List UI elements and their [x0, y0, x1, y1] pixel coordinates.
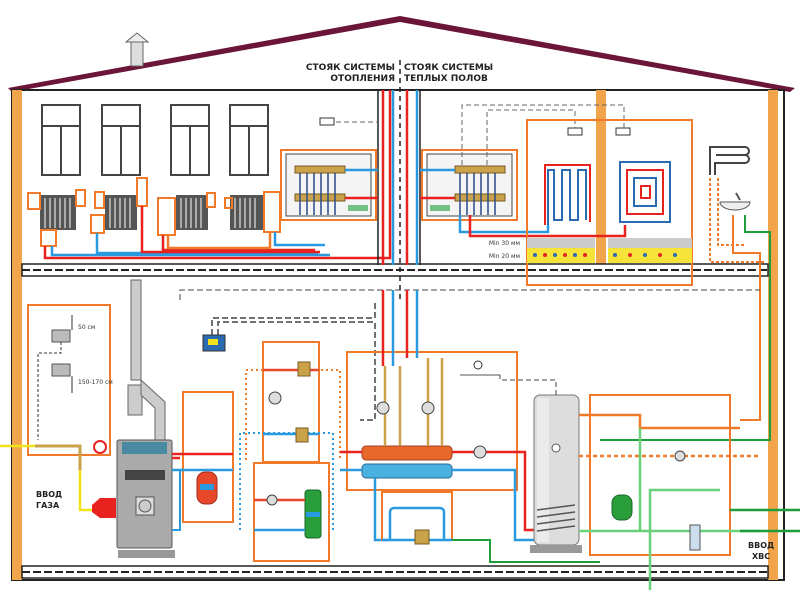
upper-floor-slab [21, 263, 769, 277]
window [101, 104, 141, 176]
dhw-group-zone [589, 394, 731, 556]
detector-upper-label: 50 см [78, 324, 95, 331]
pump-icon [266, 494, 278, 506]
heating-manifold [280, 149, 378, 221]
floor-loop-serpentine [544, 164, 591, 225]
pump-icon [376, 401, 390, 415]
thermostat [567, 127, 583, 136]
radiator [230, 195, 264, 230]
floor-heating-zone [526, 119, 693, 286]
floor-loop-spiral [619, 161, 671, 223]
left-wall [12, 90, 22, 580]
detector-lower-label: 150-170 см [78, 379, 113, 386]
floor-layers [527, 238, 692, 263]
distribution-collector [361, 445, 453, 479]
cold-water-inlet-label-1: ВВОД [748, 541, 774, 550]
burner-icon [92, 498, 116, 518]
radiator [40, 195, 76, 230]
water-filter [689, 524, 701, 551]
pump-icon [674, 450, 686, 462]
window [229, 104, 269, 176]
pump-icon [473, 445, 487, 459]
riser-floor-label-1: СТОЯК СИСТЕМЫ [404, 63, 493, 73]
riser-heating-label-2: ОТОПЛЕНИЯ [330, 74, 395, 84]
radiator [105, 195, 137, 230]
window [170, 104, 210, 176]
gas-boiler [116, 439, 175, 558]
right-wall [768, 90, 778, 580]
roof [8, 16, 795, 92]
gas-inlet-label-2: ГАЗА [36, 501, 60, 510]
ground-floor-slab [21, 565, 769, 579]
riser-floor-label-2: ТЕПЛЫХ ПОЛОВ [404, 74, 488, 84]
gas-inlet-label-1: ВВОД [36, 490, 62, 499]
cold-water-inlet-label-2: ХВС [752, 552, 770, 561]
expansion-tank [196, 471, 218, 505]
inner-wall [596, 90, 606, 270]
expansion-tank-zone [182, 391, 234, 523]
radiator [176, 195, 208, 230]
floor-layer-top-label: Min 30 мм [489, 240, 520, 247]
floor-layer-bottom-label: Min 20 мм [489, 253, 520, 260]
window [41, 104, 81, 176]
floor-heating-manifold [420, 149, 518, 221]
gas-detector-lower [51, 363, 71, 377]
dotted-circuit [245, 369, 341, 460]
distribution-collector-zone [346, 351, 518, 491]
pump-icon [421, 401, 435, 415]
hydraulic-separator-zone [253, 462, 330, 562]
washbasin-icon [719, 192, 751, 211]
windows [41, 104, 269, 176]
outdoor-sensor-icon [473, 360, 483, 370]
roof-vent-icon [124, 32, 150, 67]
thermostat [615, 127, 631, 136]
dhw-expansion-tank [611, 494, 633, 521]
boiler-controller [202, 334, 226, 352]
towel-dryer [709, 146, 750, 175]
riser-heating-label-1: СТОЯК СИСТЕМЫ [306, 63, 395, 73]
radiator-piping [43, 90, 419, 265]
hydraulic-separator [304, 489, 322, 539]
gas-detector-upper [51, 329, 71, 343]
pump-icon [268, 391, 282, 405]
radiators [27, 177, 281, 247]
flue-pipe [127, 279, 166, 441]
water-heater-tank [530, 394, 582, 553]
gas-detector-zone [27, 304, 111, 456]
thermostat [319, 117, 335, 126]
